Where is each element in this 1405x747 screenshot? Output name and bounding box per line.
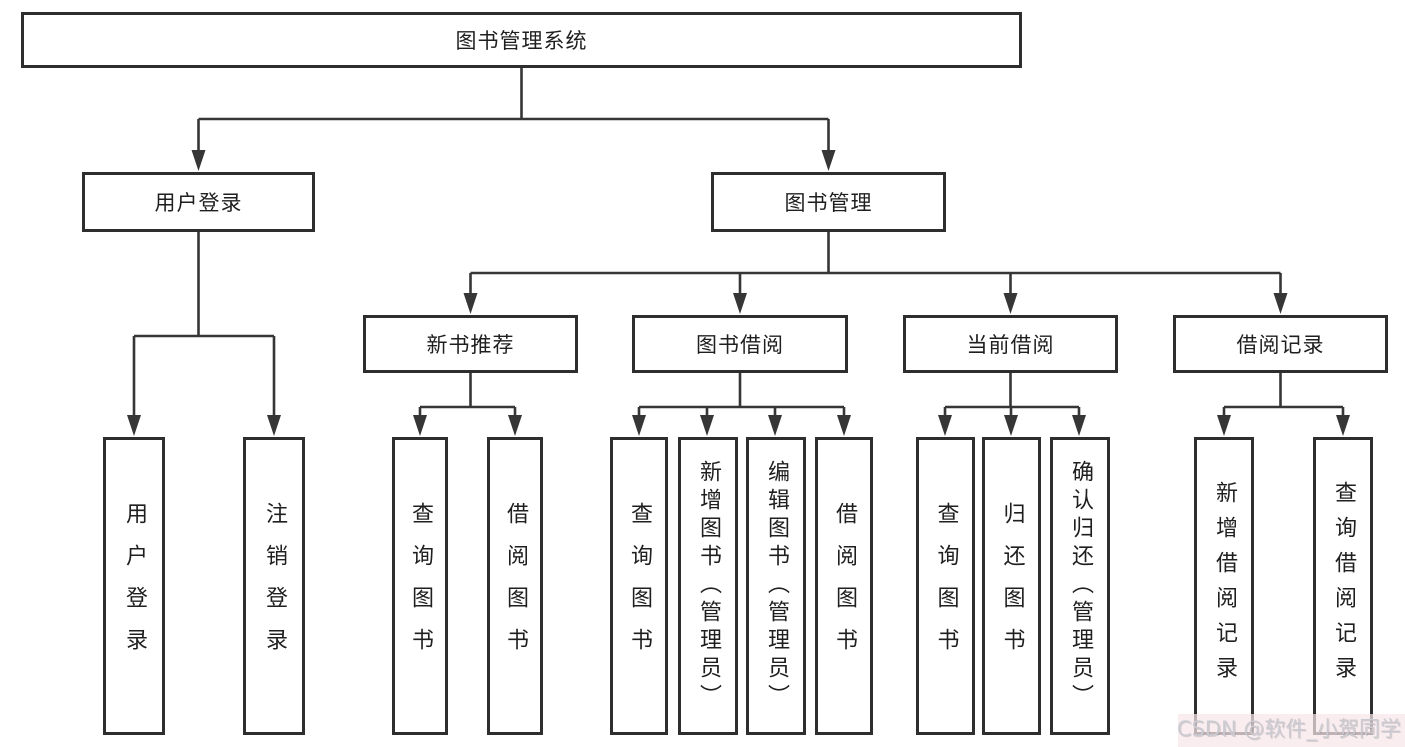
- leaf-confirm-return-admin: 确认归还（管理员）: [1050, 437, 1110, 735]
- node-label: 用户登录: [154, 191, 243, 215]
- leaf-borrow-books-borrowing: 借阅图书: [815, 437, 873, 735]
- node-borrowing-records: 借阅记录: [1173, 315, 1388, 373]
- node-label: 当前借阅: [966, 333, 1055, 357]
- node-label: 归还图书: [999, 502, 1025, 670]
- leaf-add-book-admin: 新增图书（管理员）: [678, 437, 738, 735]
- leaf-borrow-books-recommend: 借阅图书: [487, 437, 543, 735]
- node-label: 查询图书: [627, 502, 652, 670]
- node-label: 新增借阅记录: [1212, 481, 1237, 691]
- watermark-band: [1178, 714, 1405, 747]
- node-current-borrowing: 当前借阅: [903, 315, 1118, 373]
- node-label: 借阅记录: [1236, 333, 1325, 357]
- node-new-book-recommendation: 新书推荐: [363, 315, 578, 373]
- leaf-edit-book-admin: 编辑图书（管理员）: [746, 437, 806, 735]
- node-label: 注销登录: [262, 502, 287, 670]
- node-label: 借阅图书: [503, 502, 528, 670]
- node-label: 新增图书（管理员）: [696, 460, 721, 712]
- node-label: 图书借阅: [696, 333, 784, 357]
- watermark-text: CSDN @软件_小贺同学: [1176, 717, 1401, 741]
- node-label: 用户登录: [122, 502, 147, 670]
- node-user-login: 用户登录: [82, 172, 315, 232]
- node-label: 编辑图书（管理员）: [764, 460, 789, 712]
- node-label: 新书推荐: [426, 333, 515, 357]
- node-book-borrowing: 图书借阅: [632, 315, 848, 373]
- node-label: 查询借阅记录: [1331, 481, 1356, 691]
- leaf-query-borrow-record: 查询借阅记录: [1313, 437, 1373, 735]
- node-label: 查询图书: [408, 502, 433, 670]
- leaf-query-books-recommend: 查询图书: [392, 437, 448, 735]
- node-library-management-system: 图书管理系统: [21, 12, 1022, 68]
- leaf-query-books-current: 查询图书: [916, 437, 975, 735]
- node-label: 查询图书: [933, 502, 959, 670]
- node-label: 图书管理系统: [455, 29, 588, 53]
- leaf-add-borrow-record: 新增借阅记录: [1194, 437, 1254, 735]
- node-label: 确认归还（管理员）: [1068, 460, 1093, 712]
- node-label: 图书管理: [784, 191, 873, 215]
- leaf-user-login: 用户登录: [103, 437, 165, 735]
- node-label: 借阅图书: [832, 502, 857, 670]
- leaf-query-books-borrowing: 查询图书: [610, 437, 668, 735]
- leaf-return-book: 归还图书: [982, 437, 1041, 735]
- node-book-management: 图书管理: [711, 172, 946, 232]
- leaf-logout: 注销登录: [243, 437, 305, 735]
